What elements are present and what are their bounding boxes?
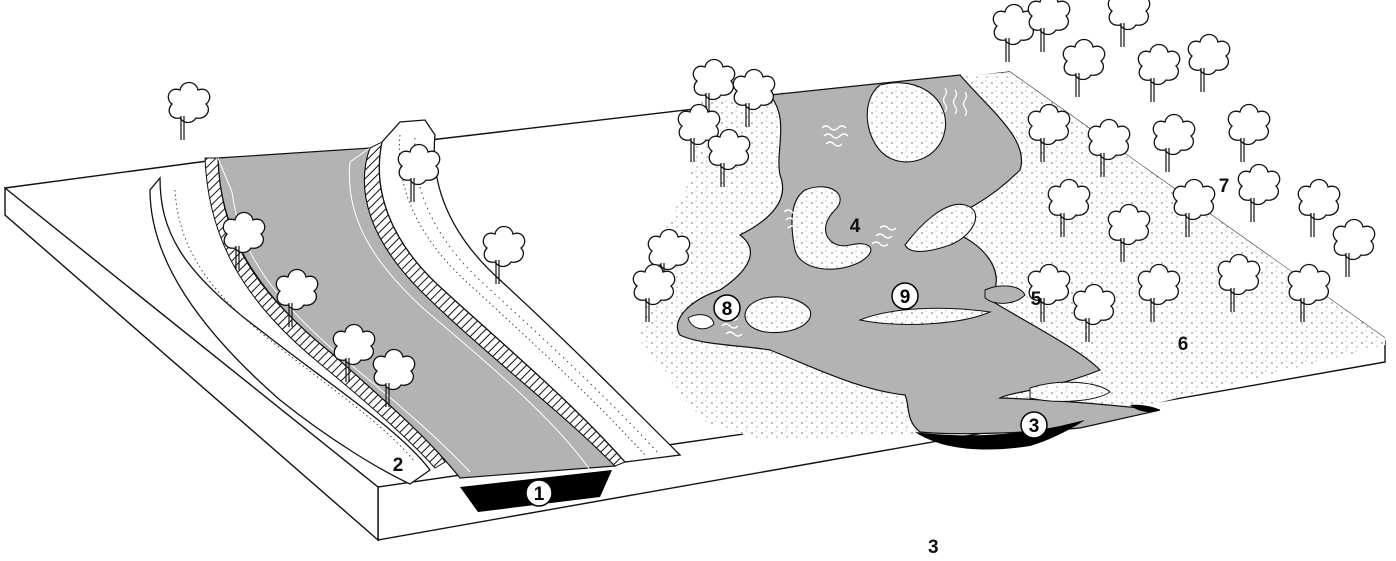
- label-3: 3: [1021, 412, 1047, 438]
- tree-icon: [1138, 45, 1179, 103]
- svg-text:4: 4: [850, 216, 861, 237]
- svg-text:5: 5: [1031, 289, 1042, 310]
- tree-icon: [168, 83, 209, 141]
- label-5: 5: [1031, 289, 1042, 310]
- tree-icon: [1108, 0, 1149, 47]
- tree-icon: [1028, 0, 1069, 52]
- label-2: 2: [393, 455, 404, 476]
- tree-icon: [1153, 115, 1194, 173]
- label-8: 8: [714, 295, 740, 321]
- figure-caption-number: 3: [928, 538, 939, 557]
- label-7: 7: [1219, 176, 1230, 197]
- label-6: 6: [1178, 334, 1189, 355]
- label-1: 1: [526, 480, 552, 506]
- label-9: 9: [892, 283, 918, 309]
- label-4: 4: [850, 216, 861, 237]
- tree-icon: [1188, 35, 1229, 93]
- svg-text:6: 6: [1178, 334, 1189, 355]
- tree-icon: [993, 5, 1034, 63]
- tree-icon: [1228, 105, 1269, 163]
- tree-icon: [1063, 40, 1104, 98]
- svg-text:8: 8: [722, 299, 733, 320]
- natural-river: [640, 72, 1385, 449]
- tree-icon: [1238, 165, 1279, 223]
- svg-text:9: 9: [900, 287, 911, 308]
- svg-text:7: 7: [1219, 176, 1230, 197]
- svg-text:1: 1: [534, 484, 545, 505]
- tree-icon: [1298, 180, 1339, 238]
- svg-text:2: 2: [393, 455, 404, 476]
- tree-icon: [1333, 220, 1374, 278]
- svg-text:3: 3: [1029, 416, 1040, 437]
- sandbar: [745, 297, 811, 333]
